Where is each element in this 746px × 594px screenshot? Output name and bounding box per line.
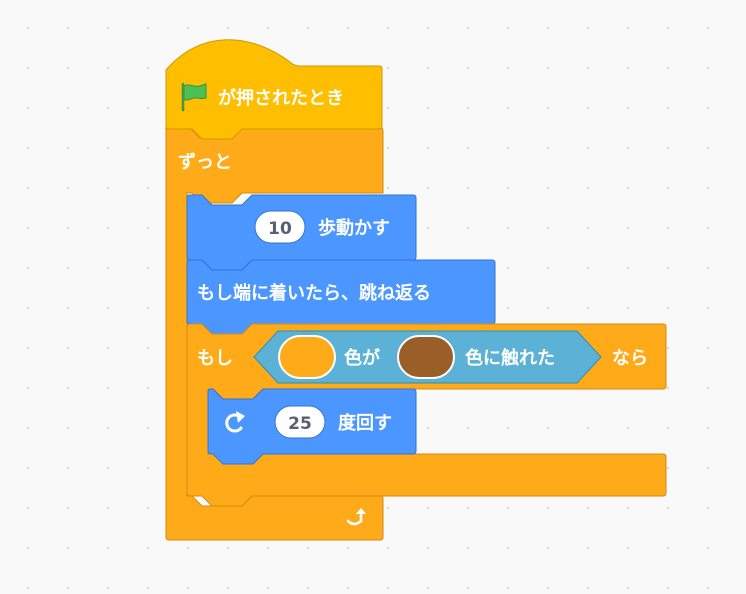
loop-arrow-icon [346, 508, 366, 526]
then-label: なら [612, 348, 648, 369]
degrees-input[interactable]: 25 [274, 405, 326, 439]
green-flag-icon [181, 82, 207, 112]
degrees-value: 25 [288, 414, 312, 434]
if-label: もし [197, 348, 233, 369]
hat-label: が押されたとき [218, 87, 344, 109]
first-color-picker[interactable] [278, 335, 336, 379]
rotate-right-icon [225, 411, 245, 433]
bounce-label: もし端に着いたら、跳ね返る [197, 282, 431, 304]
turn-label: 度回す [338, 412, 392, 434]
turn-right-block[interactable]: 25 度回す [207, 388, 417, 465]
color-middle-label: 色が [344, 347, 380, 369]
second-color-picker[interactable] [397, 335, 455, 379]
bounce-on-edge-block[interactable]: もし端に着いたら、跳ね返る [186, 259, 496, 335]
color-end-label: 色に触れた [465, 347, 555, 369]
forever-label: ずっと [178, 152, 232, 173]
move-steps-block[interactable]: 10 歩動かす [186, 194, 417, 271]
steps-input[interactable]: 10 [254, 210, 306, 244]
touching-color-condition[interactable]: 色が 色に触れた [253, 330, 602, 384]
steps-value: 10 [268, 219, 292, 239]
forever-block[interactable]: ずっと [165, 127, 384, 541]
move-label: 歩動かす [318, 217, 390, 239]
when-flag-clicked-block[interactable]: が押されたとき [165, 39, 383, 140]
